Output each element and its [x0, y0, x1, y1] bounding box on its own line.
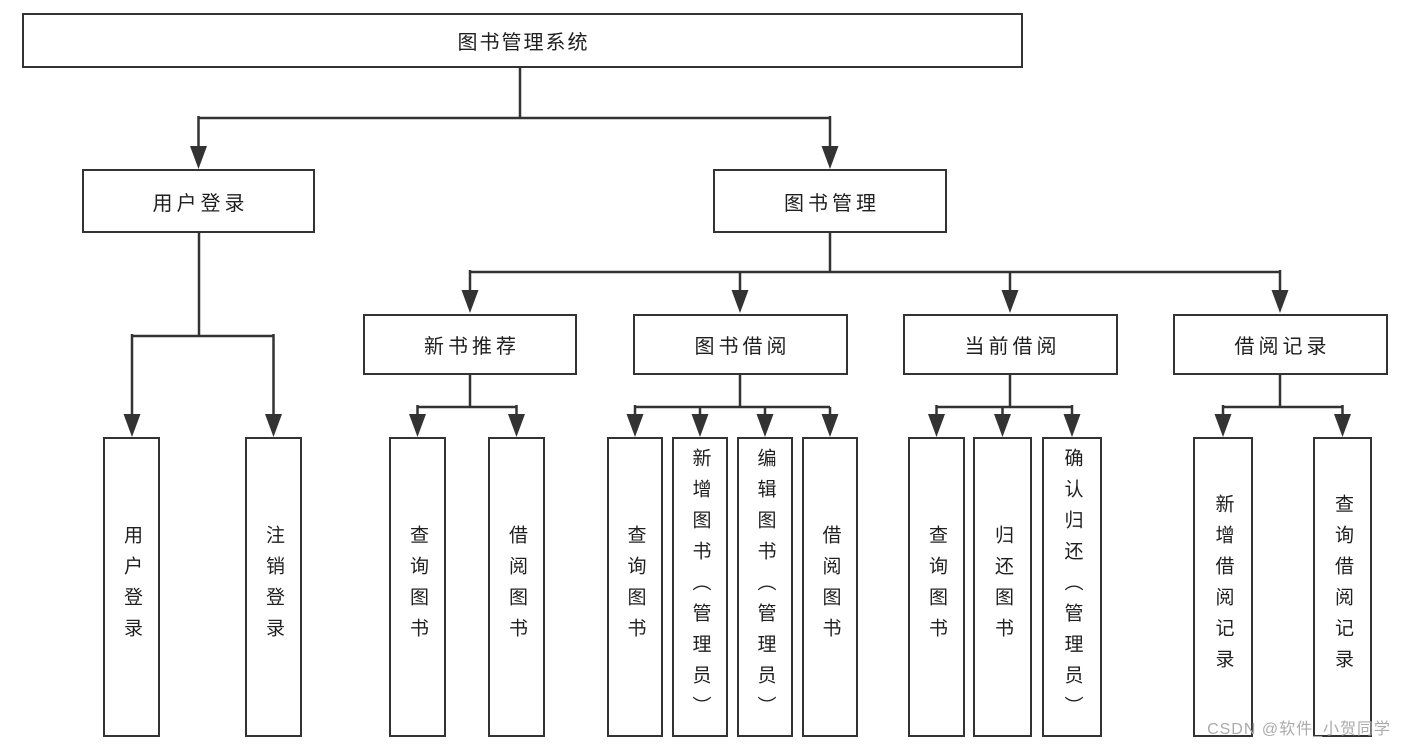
- leaf-label: 查询图书: [624, 525, 646, 649]
- leaf-borrow-books-borrowing: 借阅图书: [802, 437, 858, 737]
- leaf-label: 借阅图书: [819, 525, 841, 649]
- leaf-confirm-return-admin: 确认归还（管理员）: [1042, 437, 1102, 737]
- leaf-search-books-borrowing: 查询图书: [607, 437, 663, 737]
- leaf-borrow-books-recommend: 借阅图书: [488, 437, 545, 737]
- node-current-borrowing: 当前借阅: [903, 314, 1118, 375]
- leaf-label: 归还图书: [992, 525, 1013, 649]
- leaf-edit-book-admin: 编辑图书（管理员）: [737, 437, 793, 737]
- leaf-search-borrow-record: 查询借阅记录: [1313, 437, 1372, 737]
- leaf-label: 新增借阅记录: [1212, 494, 1234, 680]
- node-new-book-recommendation: 新书推荐: [363, 314, 577, 375]
- leaf-label: 新增图书（管理员）: [689, 447, 711, 727]
- leaf-label: 借阅图书: [506, 525, 527, 649]
- node-user-login: 用户登录: [82, 169, 315, 233]
- leaf-user-login: 用户登录: [103, 437, 160, 737]
- node-book-borrowing: 图书借阅: [633, 314, 848, 375]
- leaf-add-borrow-record: 新增借阅记录: [1193, 437, 1253, 737]
- node-borrowing-records: 借阅记录: [1173, 314, 1388, 375]
- node-book-management: 图书管理: [713, 169, 947, 233]
- leaf-search-books-current: 查询图书: [908, 437, 965, 737]
- leaf-label: 注销登录: [263, 525, 284, 649]
- node-library-management-system: 图书管理系统: [22, 13, 1023, 68]
- leaf-label: 查询图书: [926, 525, 947, 649]
- leaf-label: 确认归还（管理员）: [1061, 447, 1083, 727]
- leaf-label: 编辑图书（管理员）: [754, 447, 776, 727]
- csdn-watermark: CSDN @软件_小贺同学: [1207, 721, 1391, 738]
- leaf-search-books-recommend: 查询图书: [389, 437, 446, 737]
- leaf-add-book-admin: 新增图书（管理员）: [672, 437, 728, 737]
- leaf-label: 查询借阅记录: [1332, 494, 1353, 680]
- leaf-label: 用户登录: [121, 525, 142, 649]
- leaf-logout: 注销登录: [245, 437, 302, 737]
- leaf-label: 查询图书: [407, 525, 428, 649]
- arrowheads: [123, 146, 1351, 437]
- leaf-return-books: 归还图书: [973, 437, 1032, 737]
